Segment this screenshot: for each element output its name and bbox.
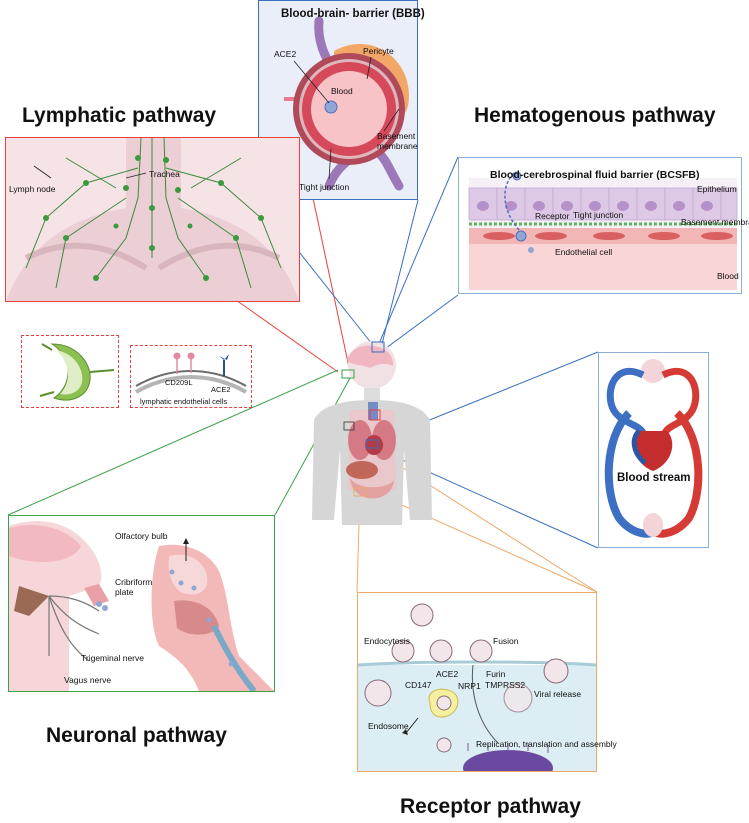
- viral-release-label: Viral release: [534, 689, 582, 699]
- bloodstream-illustration: [604, 359, 703, 538]
- endocytosis-label: Endocytosis: [364, 636, 410, 646]
- receptor-panel: Endocytosis Fusion ACE2 Furin CD147 NRP1…: [357, 592, 617, 772]
- tmprss2-label: TMPRSS2: [485, 680, 526, 690]
- cd147-label: CD147: [405, 680, 432, 690]
- lymph-node-illustration: [39, 343, 115, 401]
- bcsfb-basement-label: Basement membrane: [681, 217, 749, 227]
- receptor-ace2-label: ACE2: [436, 669, 459, 679]
- lymph-node-label: Lymph node: [9, 184, 56, 194]
- bcsfb-tight-junction-label: Tight junction: [573, 210, 624, 220]
- cribriform-label: Cribriform plate: [115, 577, 153, 597]
- cd209l-label: CD209L: [165, 378, 193, 387]
- bloodstream-panel: Blood stream: [598, 352, 709, 548]
- bbb-pericyte-label: Pericyte: [363, 46, 394, 56]
- body-illustration: [312, 341, 432, 525]
- neuronal-panel: Olfactory bulb Cribriform plate Trigemin…: [8, 515, 275, 692]
- bbb-illustration: [284, 16, 409, 191]
- receptor-illustration: [358, 603, 596, 771]
- heading-hematogenous: Hematogenous pathway: [474, 104, 716, 127]
- lymph-endothelial-illustration: [135, 352, 247, 394]
- bcsfb-illustration: [468, 171, 738, 290]
- bbb-ace2-label: ACE2: [274, 49, 297, 59]
- bbb-title: Blood-brain- barrier (BBB): [281, 8, 425, 20]
- bcsfb-blood-label: Blood: [717, 271, 739, 281]
- furin-label: Furin: [486, 669, 506, 679]
- olfactory-bulb-label: Olfactory bulb: [115, 531, 168, 541]
- lymph-chest-illustration: [6, 138, 299, 301]
- vagus-label: Vagus nerve: [64, 675, 112, 685]
- bcsfb-epithelium-label: Epithelium: [697, 184, 737, 194]
- lymph-ace2-label: ACE2: [211, 385, 231, 394]
- bloodstream-label: Blood stream: [617, 472, 691, 484]
- lymph-node-panel: [21, 335, 119, 408]
- bcsfb-title: Blood-cerebrospinal fluid barrier (BCSFB…: [490, 169, 700, 181]
- bbb-basement-label: Basement membrane: [377, 131, 418, 151]
- trigeminal-label: Trigeminal nerve: [81, 653, 144, 663]
- heading-lymphatic: Lymphatic pathway: [22, 104, 217, 127]
- lymph-endothelial-panel: CD209L ACE2 lymphatic endothelial cells: [130, 345, 252, 408]
- lymph-chest-panel: Trachea Lymph node: [5, 137, 300, 302]
- trachea-label: Trachea: [149, 169, 180, 179]
- nrp1-label: NRP1: [458, 681, 481, 691]
- lymph-endothelial-label: lymphatic endothelial cells: [140, 397, 228, 406]
- bbb-tight-junction-label: Tight junction: [299, 182, 350, 192]
- bcsfb-endothelial-label: Endothelial cell: [555, 247, 613, 257]
- replication-label: Replication, translation and assembly: [476, 739, 617, 749]
- bcsfb-receptor-label: Receptor: [535, 211, 570, 221]
- neuronal-illustration: [9, 521, 274, 691]
- fusion-label: Fusion: [493, 636, 519, 646]
- bcsfb-panel: Blood-cerebrospinal fluid barrier (BCSFB…: [458, 157, 749, 294]
- heading-neuronal: Neuronal pathway: [46, 724, 227, 747]
- heading-receptor: Receptor pathway: [400, 795, 581, 818]
- bbb-blood-label: Blood: [331, 86, 353, 96]
- endosome-label: Endosome: [368, 721, 409, 731]
